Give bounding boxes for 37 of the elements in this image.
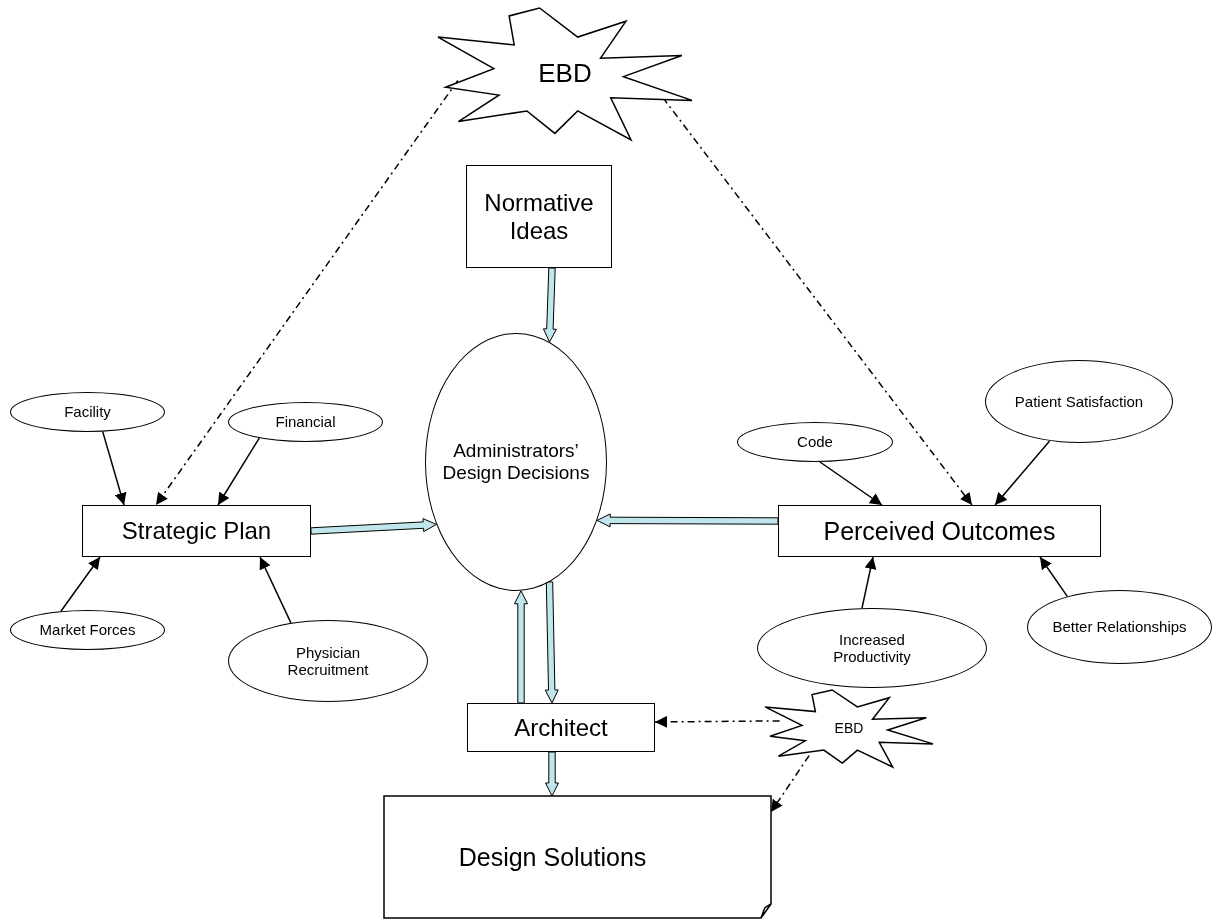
node-label: Financial <box>275 413 336 431</box>
ellipse-node <box>228 402 383 442</box>
node-label: Market Forces <box>39 621 136 639</box>
arrow <box>217 437 261 506</box>
block-arrow <box>310 518 437 535</box>
node-label: Design Solutions <box>458 842 647 872</box>
arrow <box>861 556 877 609</box>
node-label: Better Relationships <box>1052 618 1187 636</box>
node-label: Architect <box>514 713 608 742</box>
node-label: Increased Productivity <box>832 630 912 666</box>
arrow <box>819 461 883 506</box>
node-label: Administrators’ Design Decisions <box>441 440 591 484</box>
dash-dot-arrow <box>155 79 459 506</box>
node-label: Facility <box>64 403 111 421</box>
block-arrow <box>542 267 557 343</box>
dash-dot-arrow <box>770 754 810 813</box>
arrow <box>101 430 127 506</box>
process-box <box>778 505 1101 557</box>
arrow <box>259 556 292 624</box>
process-box <box>467 703 655 752</box>
node-label: Physician Recruitment <box>286 643 370 679</box>
process-box <box>82 505 311 557</box>
arrow <box>1039 556 1069 598</box>
node-label: Strategic Plan <box>121 517 272 545</box>
node-label: EBD <box>538 59 592 89</box>
arrow <box>994 440 1051 506</box>
node-label: Perceived Outcomes <box>823 516 1056 546</box>
node-label: EBD <box>834 720 864 737</box>
block-arrow <box>596 513 779 528</box>
block-arrow <box>545 751 559 797</box>
node-label: Patient Satisfaction <box>1014 392 1144 411</box>
block-arrow <box>544 581 559 704</box>
block-arrow <box>514 590 528 704</box>
node-label: Normative Ideas <box>483 188 595 245</box>
arrow <box>60 556 101 612</box>
process-box <box>466 165 612 268</box>
node-label: Code <box>797 433 833 451</box>
